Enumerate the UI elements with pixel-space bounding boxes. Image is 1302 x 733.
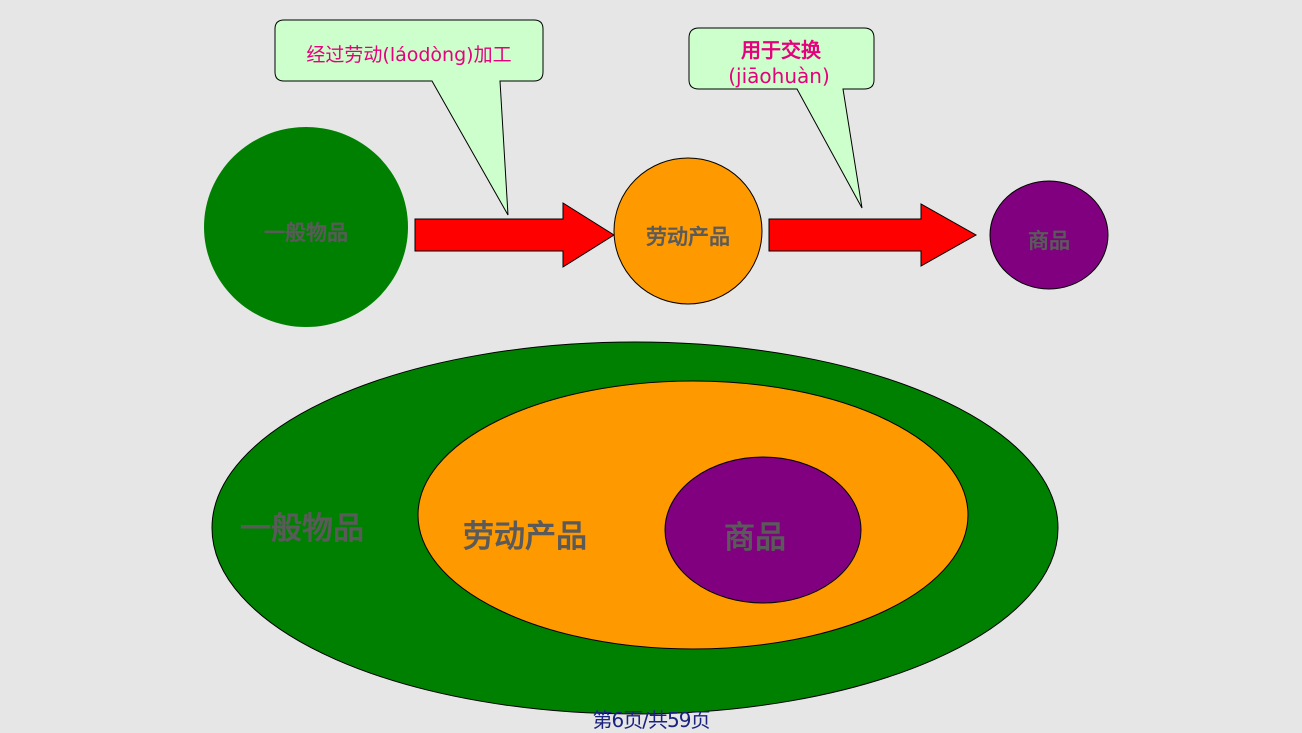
- general-item-circle: [204, 127, 408, 327]
- callout-exchange-pinyin: (jiāohuàn): [728, 64, 830, 88]
- flow-commodity: 商品: [989, 180, 1109, 290]
- nested-sets: 一般物品 劳动产品 商品: [211, 341, 1059, 715]
- nested-commodity-label: 商品: [724, 520, 786, 556]
- page-indicator: 第6页/共59页: [592, 708, 711, 732]
- labor-product-circle: [613, 157, 763, 305]
- arrow-to-labor-product: [414, 202, 615, 268]
- callout-processing: 经过劳动(láodòng)加工: [274, 19, 544, 216]
- general-item-label: 一般物品: [264, 221, 348, 245]
- nested-labor-product-label: 劳动产品: [463, 519, 587, 555]
- commodity-label: 商品: [1028, 229, 1070, 253]
- commodity-circle: [989, 180, 1109, 290]
- callout-processing-text: 经过劳动(láodòng)加工: [306, 44, 511, 66]
- arrow-to-commodity: [768, 203, 978, 267]
- callout-exchange-title: 用于交换: [741, 38, 822, 62]
- flow-labor-product: 劳动产品: [613, 157, 763, 305]
- callout-exchange: 用于交换 (jiāohuàn): [688, 27, 875, 209]
- labor-product-label: 劳动产品: [646, 225, 730, 249]
- flow-general-item: 一般物品: [204, 127, 408, 327]
- callout-processing-bubble: [274, 19, 544, 216]
- nested-general-item-label: 一般物品: [240, 511, 364, 547]
- nested-commodity-ellipse: [664, 456, 862, 604]
- callout-exchange-bubble: [688, 27, 875, 209]
